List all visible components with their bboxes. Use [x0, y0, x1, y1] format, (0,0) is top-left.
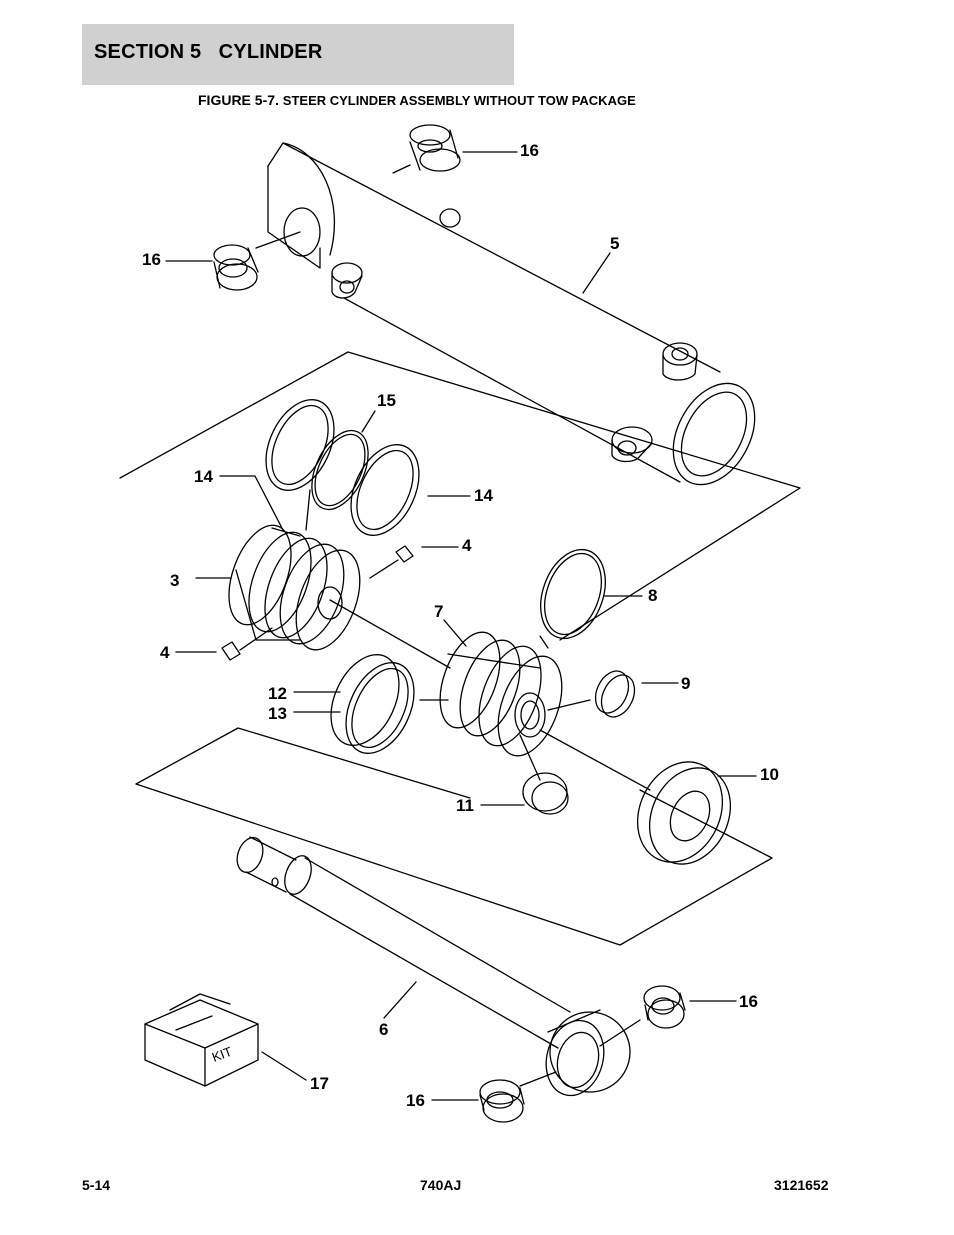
kit-label: KIT: [210, 1044, 234, 1065]
figure-title: STEER CYLINDER ASSEMBLY WITHOUT TOW PACK…: [282, 93, 636, 108]
callout-10: 10: [760, 765, 779, 784]
callout-14: 14: [474, 486, 493, 505]
section-header: SECTION 5 CYLINDER: [82, 24, 514, 85]
port-boss: [331, 262, 363, 299]
callout-14: 14: [194, 467, 213, 486]
bushing-top: [409, 124, 461, 172]
bushing-left: [213, 244, 259, 291]
callout-6: 6: [379, 1020, 388, 1039]
callout-4: 4: [462, 536, 472, 555]
page-number: 5-14: [82, 1177, 111, 1193]
callout-12: 12: [268, 684, 287, 703]
callout-3: 3: [170, 571, 179, 590]
figure-caption: FIGURE 5-7. STEER CYLINDER ASSEMBLY WITH…: [198, 92, 636, 108]
callout-9: 9: [681, 674, 690, 693]
o-ring-8: [540, 548, 606, 640]
callout-16: 16: [142, 250, 161, 269]
assembly-plane-upper: [119, 351, 801, 641]
seal-11: [522, 772, 569, 815]
callout-16: 16: [739, 992, 758, 1011]
wear-ring-14-right: [350, 444, 420, 536]
figure-label: FIGURE 5-7.: [198, 92, 283, 108]
callout-17: 17: [310, 1074, 329, 1093]
port-boss: [662, 342, 698, 381]
callout-4: 4: [160, 643, 170, 662]
port-boss: [611, 426, 653, 463]
callout-15: 15: [377, 391, 396, 410]
model-number: 740AJ: [420, 1177, 462, 1193]
callout-16: 16: [406, 1091, 425, 1110]
callout-7: 7: [434, 602, 443, 621]
kit-box: [144, 993, 259, 1087]
cylinder-head: [439, 631, 563, 757]
bushing-rod-lower: [479, 1079, 525, 1123]
wiper-9: [594, 670, 636, 718]
callout-8: 8: [648, 586, 657, 605]
seal-ring-15: [311, 429, 369, 511]
piston-rod: [236, 836, 631, 1097]
assembly-plane-lower: [135, 727, 773, 946]
port-boss: [439, 208, 461, 228]
set-screw-lower: [221, 627, 273, 661]
callout-11: 11: [456, 796, 474, 815]
callout-16: 16: [520, 141, 539, 160]
bushing-rod-upper: [643, 985, 686, 1029]
leader-lines: [165, 151, 757, 1101]
set-screw-upper: [369, 545, 414, 579]
document-number: 3121652: [774, 1177, 829, 1193]
cylinder-barrel: [267, 142, 756, 486]
section-title: SECTION 5 CYLINDER: [94, 41, 323, 63]
wear-ring-14-left: [265, 399, 335, 491]
rod-seal-12-13: [330, 654, 415, 754]
callout-13: 13: [268, 704, 287, 723]
piston: [228, 524, 361, 651]
callout-5: 5: [610, 234, 619, 253]
